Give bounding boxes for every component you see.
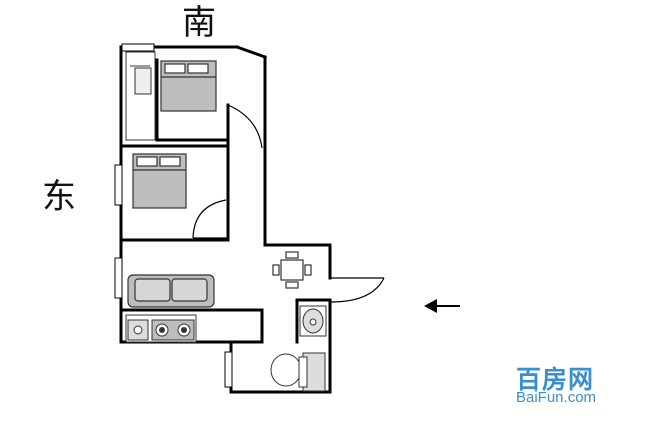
dining-table [272, 251, 312, 289]
wardrobe [125, 51, 156, 141]
compass-east-label: 东 [42, 177, 76, 217]
door-entrance [330, 277, 385, 303]
compass-south-label: 南 [182, 3, 216, 43]
window-bath [224, 351, 233, 388]
master-bed [160, 60, 217, 112]
sofa [127, 274, 215, 308]
wash-basin [299, 305, 327, 337]
walls [119, 45, 332, 394]
kitchen-counter [125, 314, 197, 343]
window-left-2 [114, 257, 123, 299]
window-left-1 [114, 164, 123, 206]
windows [114, 43, 233, 388]
toilet [270, 352, 326, 392]
watermark-logo-en: BaiFun.com [516, 389, 597, 406]
doors [192, 104, 385, 303]
left-arrow-icon [424, 299, 460, 313]
door-second [192, 199, 227, 239]
window-top [121, 43, 155, 52]
second-bed [132, 153, 187, 209]
door-master [227, 104, 263, 149]
watermark-logo-cn: 百房网 [516, 365, 595, 394]
